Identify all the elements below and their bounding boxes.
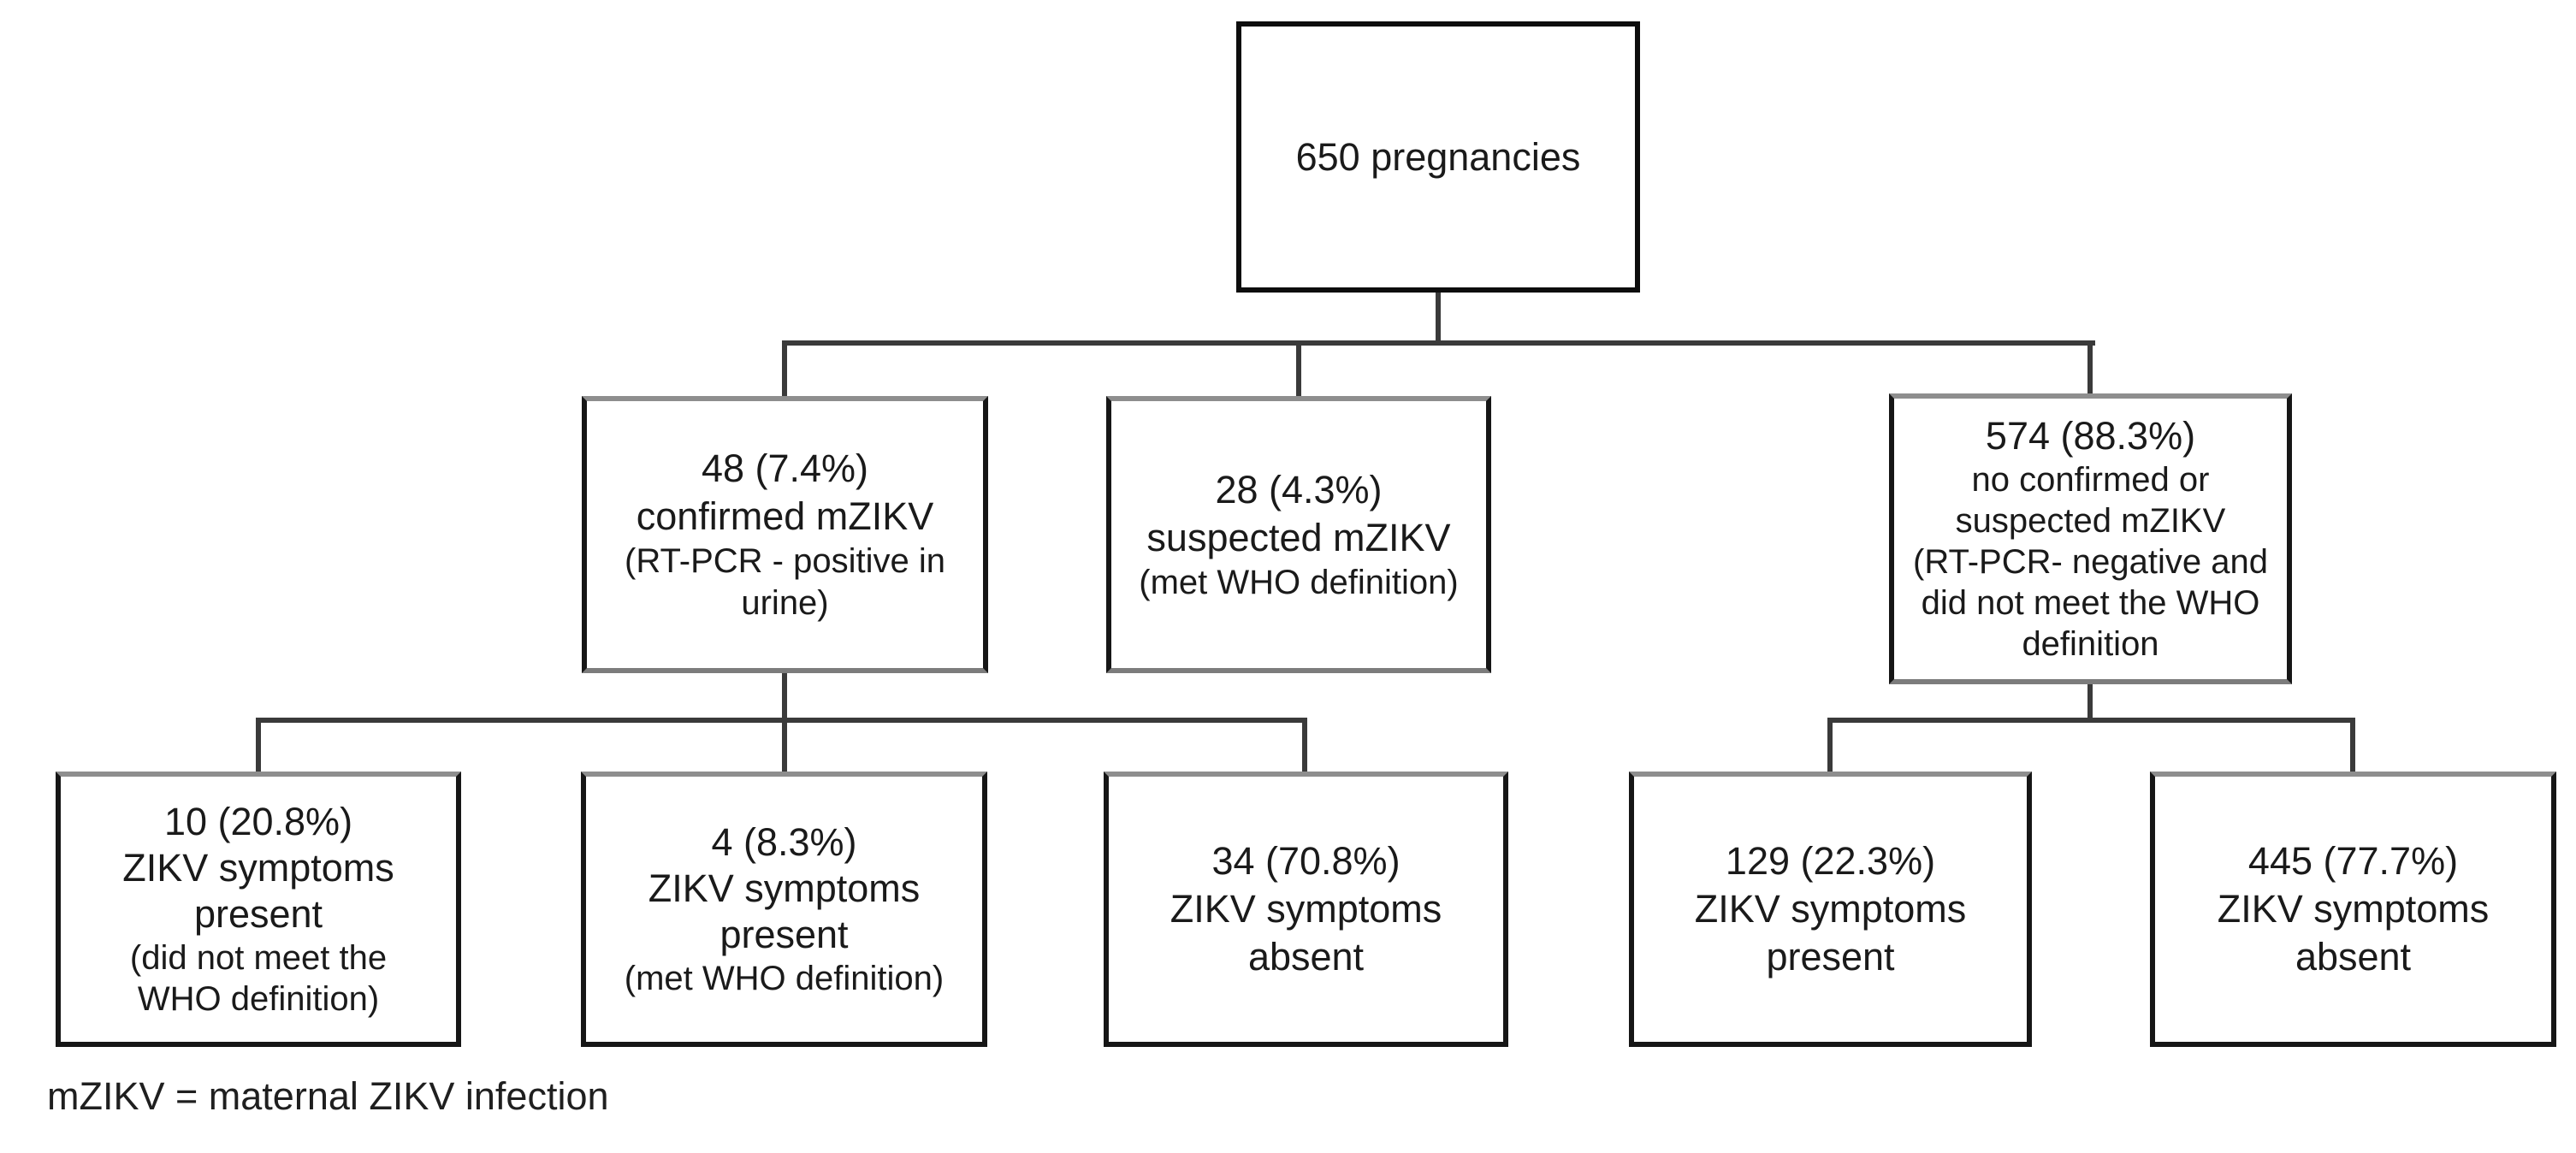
connector-stem-present-nowho	[256, 718, 261, 774]
connector-stem-confirmed	[782, 340, 787, 399]
node-symptoms-present-129: 129 (22.3%) ZIKV symptoms present	[1629, 772, 2032, 1047]
node-650-pregnancies: 650 pregnancies	[1236, 21, 1640, 293]
node-symptoms-absent-34: 34 (70.8%) ZIKV symptoms absent	[1104, 772, 1508, 1047]
node-line: (RT-PCR- negative and	[1913, 543, 2268, 581]
connector-stem-present-who	[782, 718, 787, 774]
node-line: present	[1766, 935, 1895, 979]
node-line: 650 pregnancies	[1295, 134, 1581, 179]
connector-none-stem	[2087, 683, 2093, 721]
node-line: ZIKV symptoms	[2217, 887, 2490, 931]
node-line: 445 (77.7%)	[2247, 839, 2459, 883]
node-line: no confirmed or	[1971, 461, 2210, 499]
node-line: 4 (8.3%)	[711, 820, 857, 864]
connector-confirmed-stem	[782, 673, 787, 721]
node-line: (met WHO definition)	[624, 960, 945, 997]
node-confirmed-mzikv: 48 (7.4%) confirmed mZIKV (RT-PCR - posi…	[582, 396, 988, 673]
node-symptoms-absent-445: 445 (77.7%) ZIKV symptoms absent	[2150, 772, 2556, 1047]
node-line: definition	[2022, 625, 2159, 663]
node-no-confirmed-or-suspected-mzikv: 574 (88.3%) no confirmed or suspected mZ…	[1889, 393, 2292, 684]
node-line: (did not meet the	[129, 939, 388, 977]
node-line: ZIKV symptoms	[1170, 887, 1442, 931]
node-line: absent	[2295, 935, 2412, 979]
node-line: (RT-PCR - positive in	[625, 542, 945, 580]
connector-stem-absent445	[2350, 718, 2355, 774]
node-line: 129 (22.3%)	[1725, 839, 1936, 883]
connector-level2-rail	[783, 340, 2095, 346]
node-line: did not meet the WHO	[1921, 584, 2260, 622]
node-line: 34 (70.8%)	[1211, 839, 1401, 883]
node-line: suspected mZIKV	[1146, 515, 1451, 559]
node-line: 574 (88.3%)	[1985, 414, 2196, 458]
connector-stem-present129	[1827, 718, 1833, 774]
node-line: present	[193, 892, 323, 936]
node-suspected-mzikv: 28 (4.3%) suspected mZIKV (met WHO defin…	[1106, 396, 1491, 673]
node-line: 48 (7.4%)	[701, 446, 869, 490]
connector-right-rail	[1828, 718, 2355, 723]
node-line: 28 (4.3%)	[1215, 467, 1383, 511]
connector-root-stem	[1436, 289, 1441, 345]
footnote-mzikv-abbreviation: mZIKV = maternal ZIKV infection	[47, 1074, 609, 1118]
node-line: urine)	[741, 584, 829, 622]
node-line: ZIKV symptoms	[648, 866, 921, 910]
node-line: (met WHO definition)	[1139, 563, 1459, 601]
node-line: 10 (20.8%)	[163, 800, 353, 843]
connector-stem-absent34	[1302, 718, 1307, 774]
node-symptoms-present-did-not-meet-who: 10 (20.8%) ZIKV symptoms present (did no…	[56, 772, 461, 1047]
node-line: WHO definition)	[137, 980, 380, 1018]
node-line: ZIKV symptoms	[122, 846, 394, 890]
node-line: confirmed mZIKV	[636, 494, 934, 538]
node-symptoms-present-met-who: 4 (8.3%) ZIKV symptoms present (met WHO …	[581, 772, 987, 1047]
node-line: present	[720, 913, 849, 956]
connector-stem-none	[2087, 340, 2093, 396]
connector-stem-suspected	[1296, 340, 1301, 399]
node-line: absent	[1247, 935, 1365, 979]
node-line: ZIKV symptoms	[1694, 887, 1967, 931]
node-line: suspected mZIKV	[1955, 502, 2226, 540]
